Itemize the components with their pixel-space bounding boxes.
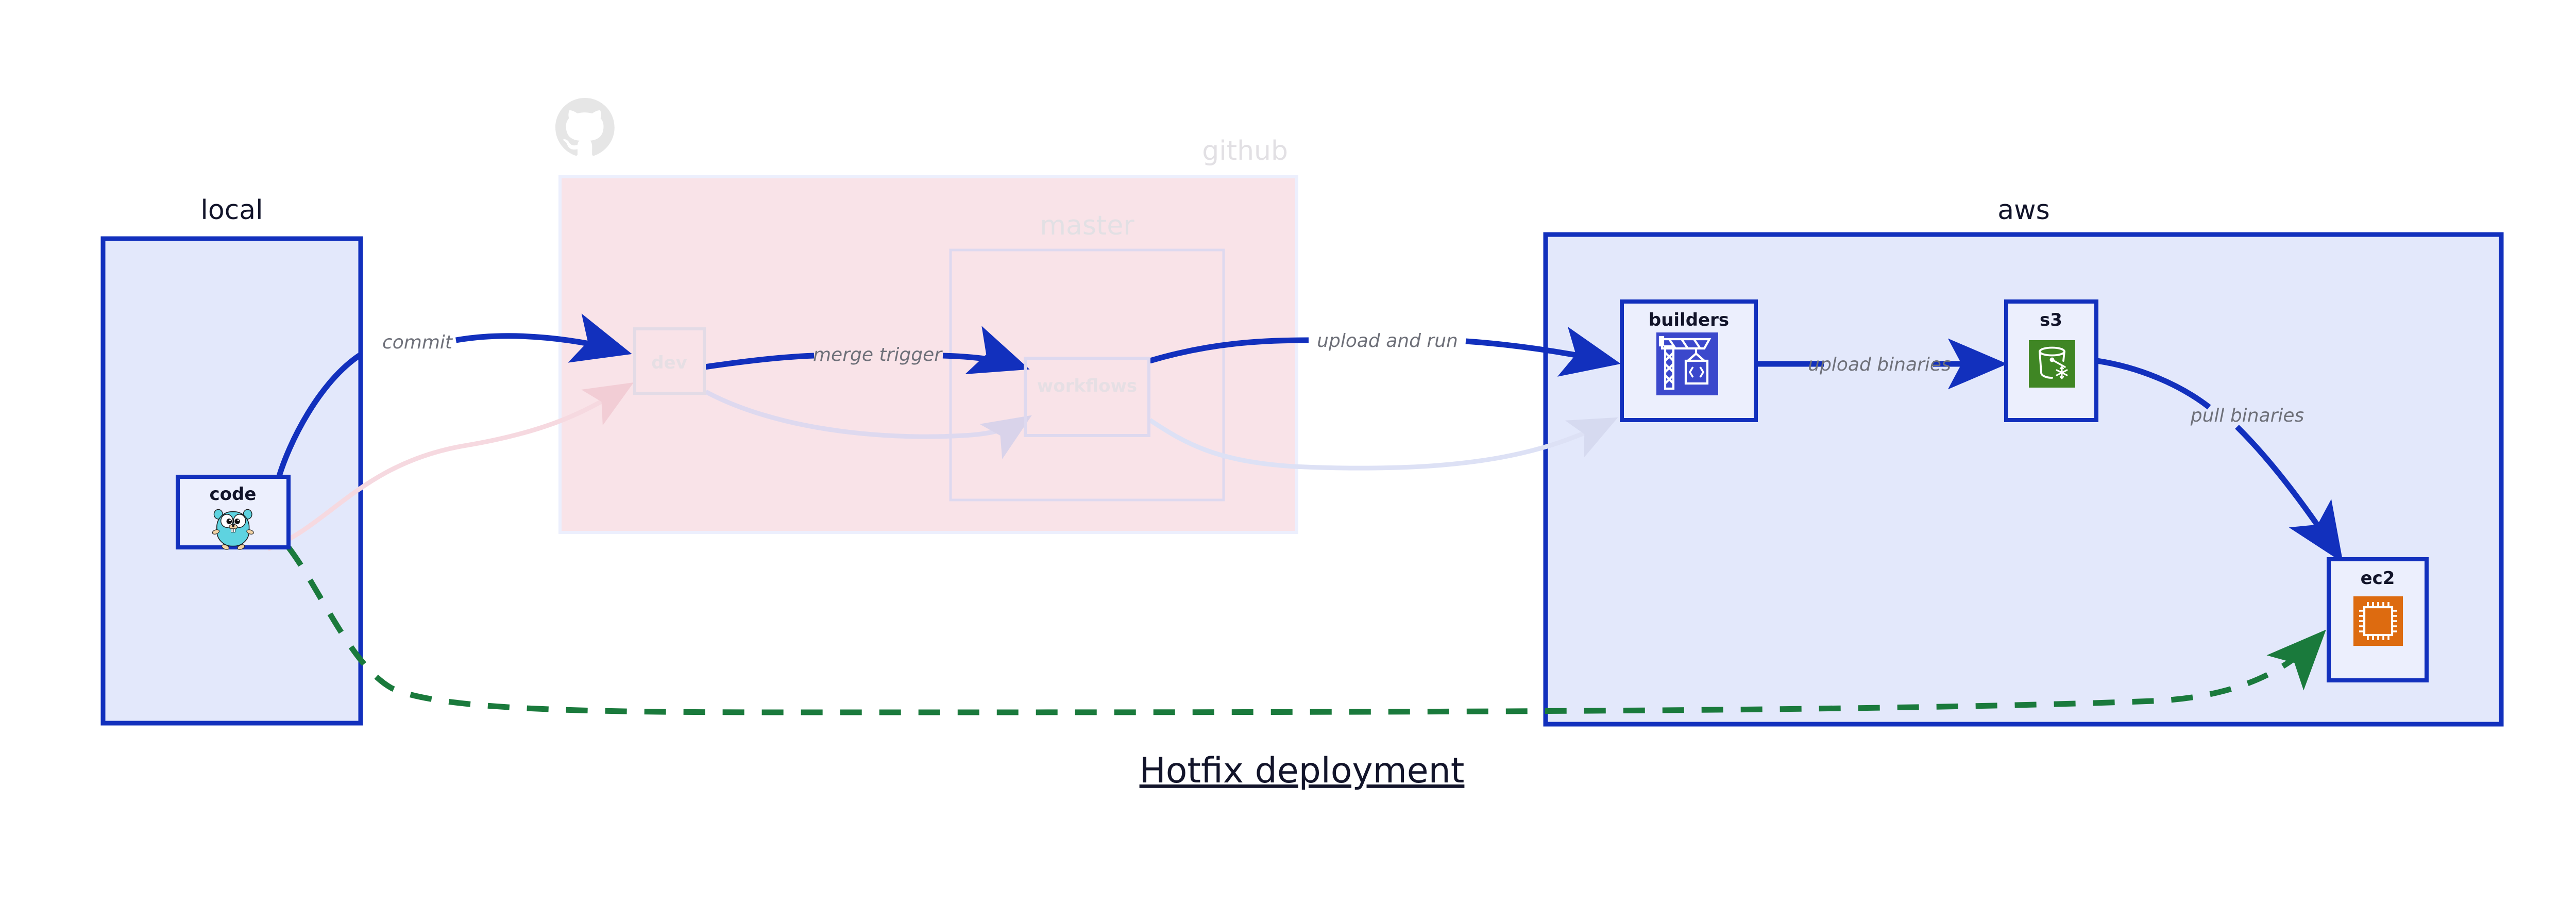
go-gopher-icon (212, 509, 254, 550)
subcluster-master-label: master (1040, 210, 1134, 241)
edge-upload-and-run-path-b (1465, 326, 1621, 377)
aws-s3-bucket-icon (2029, 340, 2075, 388)
cluster-github-label: github (1202, 136, 1288, 166)
edge-merge-trigger-path-a (704, 353, 815, 370)
edge-merge-trigger-path-b (942, 326, 1030, 375)
github-octocat-icon (555, 98, 615, 156)
cluster-local-label: local (200, 195, 263, 226)
edge-commit-path-b (455, 313, 632, 363)
edge-code-to-ec2-dashed-path (286, 545, 2326, 715)
faded-edge-code-to-dev (267, 382, 634, 552)
edge-commit-label: commit (382, 332, 453, 353)
edge-pull-binaries-label: pull binaries (2190, 405, 2304, 426)
node-dev[interactable]: dev (633, 327, 706, 395)
cluster-github[interactable]: github (555, 98, 1298, 534)
cluster-local[interactable]: local (100, 195, 363, 726)
node-code[interactable]: code (176, 475, 291, 550)
edge-pull-binaries[interactable]: pull binaries (2096, 358, 2343, 563)
diagram-caption: Hotfix deployment (1140, 750, 1465, 791)
edge-pull-binaries-path-b (2235, 425, 2343, 563)
edge-merge-trigger-label: merge trigger (813, 344, 943, 365)
cluster-aws-label: aws (1997, 195, 2050, 226)
node-builders[interactable]: builders (1620, 299, 1758, 422)
edge-pull-binaries-path-a (2096, 358, 2211, 410)
node-builders-label: builders (1649, 310, 1729, 330)
node-workflows-box[interactable] (1024, 357, 1150, 437)
faded-edge-dev-to-workflows (704, 390, 1032, 459)
node-dev-label: dev (651, 353, 687, 373)
edge-upload-and-run-path-a (1149, 337, 1309, 364)
node-workflows-label: workflows (1037, 376, 1137, 396)
edge-merge-trigger[interactable]: merge trigger (704, 326, 1030, 375)
node-workflows[interactable]: workflows (1024, 357, 1150, 437)
subcluster-master[interactable]: master (949, 210, 1225, 502)
edge-upload-binaries[interactable]: upload binaries (1756, 338, 2008, 390)
faded-edge-workflows-to-builders (1148, 417, 1618, 471)
faded-edge-group (267, 382, 1618, 552)
node-builders-box[interactable] (1620, 299, 1758, 422)
edge-upload-and-run[interactable]: upload and run (1149, 326, 1621, 377)
edge-commit-path-a (275, 352, 363, 480)
node-s3[interactable]: s3 (2004, 299, 2098, 422)
edge-code-to-ec2-dashed[interactable] (286, 545, 2326, 715)
aws-codebuild-crane-icon (1656, 332, 1718, 395)
subcluster-master-box[interactable] (949, 248, 1225, 502)
node-ec2-label: ec2 (2361, 568, 2395, 589)
node-ec2[interactable]: ec2 (2327, 557, 2429, 682)
edge-upload-and-run-label: upload and run (1317, 330, 1458, 352)
node-dev-box[interactable] (633, 327, 706, 395)
node-code-label: code (210, 484, 257, 505)
edge-upload-binaries-label: upload binaries (1808, 354, 1951, 375)
edge-commit[interactable]: commit (275, 313, 632, 480)
aws-ec2-chip-icon (2353, 596, 2403, 646)
node-s3-label: s3 (2040, 310, 2062, 330)
